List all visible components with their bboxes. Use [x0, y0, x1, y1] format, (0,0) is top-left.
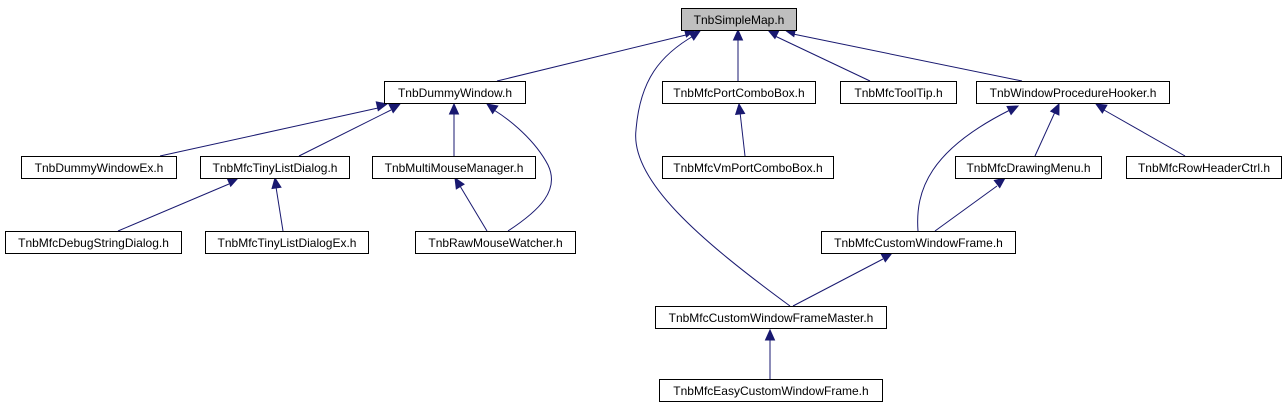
node-dummywindowex[interactable]: TnbDummyWindowEx.h [21, 156, 177, 179]
node-box-dummywindowex [21, 156, 177, 179]
node-label-portcombo: TnbMfcPortComboBox.h [673, 86, 804, 100]
edge-arrowhead-11 [454, 176, 465, 190]
edge-arrowhead-7 [448, 102, 460, 115]
edge-arrowhead-17 [880, 252, 894, 263]
node-simplemap[interactable]: TnbSimpleMap.h [681, 8, 797, 31]
edge-arrowhead-14 [1049, 102, 1060, 116]
node-portcombo[interactable]: TnbMfcPortComboBox.h [662, 81, 816, 104]
node-box-simplemap [681, 8, 797, 31]
node-drawingmenu[interactable]: TnbMfcDrawingMenu.h [955, 156, 1102, 179]
edge-arrowhead-10 [271, 176, 282, 190]
node-box-customframemaster [655, 306, 887, 329]
edge-5 [159, 107, 379, 157]
edge-arrowhead-12 [734, 102, 746, 116]
node-box-dummywindow [384, 81, 526, 104]
edge-arrowhead-9 [226, 177, 240, 188]
node-rawmouse[interactable]: TnbRawMouseWatcher.h [415, 231, 576, 254]
node-label-rowheader: TnbMfcRowHeaderCtrl.h [1138, 161, 1270, 175]
edge-arrowhead-5 [375, 101, 389, 112]
node-label-debugstring: TnbMfcDebugStringDialog.h [18, 236, 169, 250]
node-label-tinylistdialogex: TnbMfcTinyListDialogEx.h [218, 236, 357, 250]
node-easycustomframe[interactable]: TnbMfcEasyCustomWindowFrame.h [659, 379, 883, 402]
node-multimouse[interactable]: TnbMultiMouseManager.h [372, 156, 536, 179]
edge-2 [774, 35, 871, 82]
node-customframemaster[interactable]: TnbMfcCustomWindowFrameMaster.h [655, 306, 887, 329]
edge-11 [459, 185, 488, 232]
node-debugstring[interactable]: TnbMfcDebugStringDialog.h [5, 231, 182, 254]
node-label-wndprochooker: TnbWindowProcedureHooker.h [990, 86, 1157, 100]
node-box-customframe [821, 231, 1016, 254]
edge-6 [298, 109, 392, 157]
edge-arrowhead-6 [388, 103, 402, 114]
node-dummywindow[interactable]: TnbDummyWindow.h [384, 81, 526, 104]
edge-arrowhead-18 [764, 328, 776, 341]
node-label-vmportcombo: TnbMfcVmPortComboBox.h [673, 161, 822, 175]
edge-14 [1034, 111, 1056, 157]
node-label-multimouse: TnbMultiMouseManager.h [385, 161, 524, 175]
node-box-tooltip [840, 81, 957, 104]
node-box-portcombo [662, 81, 816, 104]
node-box-tinylistdialog [200, 156, 350, 179]
node-label-easycustomframe: TnbMfcEasyCustomWindowFrame.h [673, 384, 868, 398]
edge-16 [934, 185, 998, 232]
node-tooltip[interactable]: TnbMfcToolTip.h [840, 81, 957, 104]
node-box-easycustomframe [659, 379, 883, 402]
edge-arrowhead-16 [993, 177, 1006, 189]
node-label-customframemaster: TnbMfcCustomWindowFrameMaster.h [669, 311, 874, 325]
edge-13 [917, 109, 1011, 232]
node-label-dummywindow: TnbDummyWindow.h [398, 86, 512, 100]
node-label-tooltip: TnbMfcToolTip.h [854, 86, 942, 100]
node-box-rowheader [1126, 156, 1282, 179]
node-vmportcombo[interactable]: TnbMfcVmPortComboBox.h [662, 156, 834, 179]
node-label-customframe: TnbMfcCustomWindowFrame.h [834, 236, 1003, 250]
edge-15 [1103, 109, 1186, 157]
node-box-rawmouse [415, 231, 576, 254]
edge-12 [739, 111, 746, 157]
node-label-drawingmenu: TnbMfcDrawingMenu.h [966, 161, 1090, 175]
edges [117, 27, 1186, 379]
edge-arrowhead-1 [732, 28, 744, 41]
node-box-debugstring [5, 231, 182, 254]
edge-4 [635, 34, 791, 307]
node-tinylistdialogex[interactable]: TnbMfcTinyListDialogEx.h [205, 231, 369, 254]
edge-3 [792, 33, 1023, 82]
edge-arrowhead-15 [1094, 103, 1108, 114]
edge-9 [117, 183, 230, 232]
node-box-multimouse [372, 156, 536, 179]
node-box-wndprochooker [976, 81, 1170, 104]
edge-8 [493, 109, 553, 232]
node-tinylistdialog[interactable]: TnbMfcTinyListDialog.h [200, 156, 350, 179]
node-label-tinylistdialog: TnbMfcTinyListDialog.h [213, 161, 338, 175]
edge-17 [792, 258, 884, 307]
node-box-tinylistdialogex [205, 231, 369, 254]
node-customframe[interactable]: TnbMfcCustomWindowFrame.h [821, 231, 1016, 254]
edge-10 [275, 186, 284, 232]
edge-arrowhead-13 [1006, 105, 1020, 116]
node-label-dummywindowex: TnbDummyWindowEx.h [35, 161, 164, 175]
edge-0 [496, 33, 691, 82]
node-box-vmportcombo [662, 156, 834, 179]
edge-arrowhead-8 [485, 103, 499, 115]
node-label-simplemap: TnbSimpleMap.h [694, 13, 785, 27]
node-wndprochooker[interactable]: TnbWindowProcedureHooker.h [976, 81, 1170, 104]
node-box-drawingmenu [955, 156, 1102, 179]
node-rowheader[interactable]: TnbMfcRowHeaderCtrl.h [1126, 156, 1282, 179]
edge-arrowhead-4 [688, 30, 702, 41]
node-label-rawmouse: TnbRawMouseWatcher.h [428, 236, 562, 250]
